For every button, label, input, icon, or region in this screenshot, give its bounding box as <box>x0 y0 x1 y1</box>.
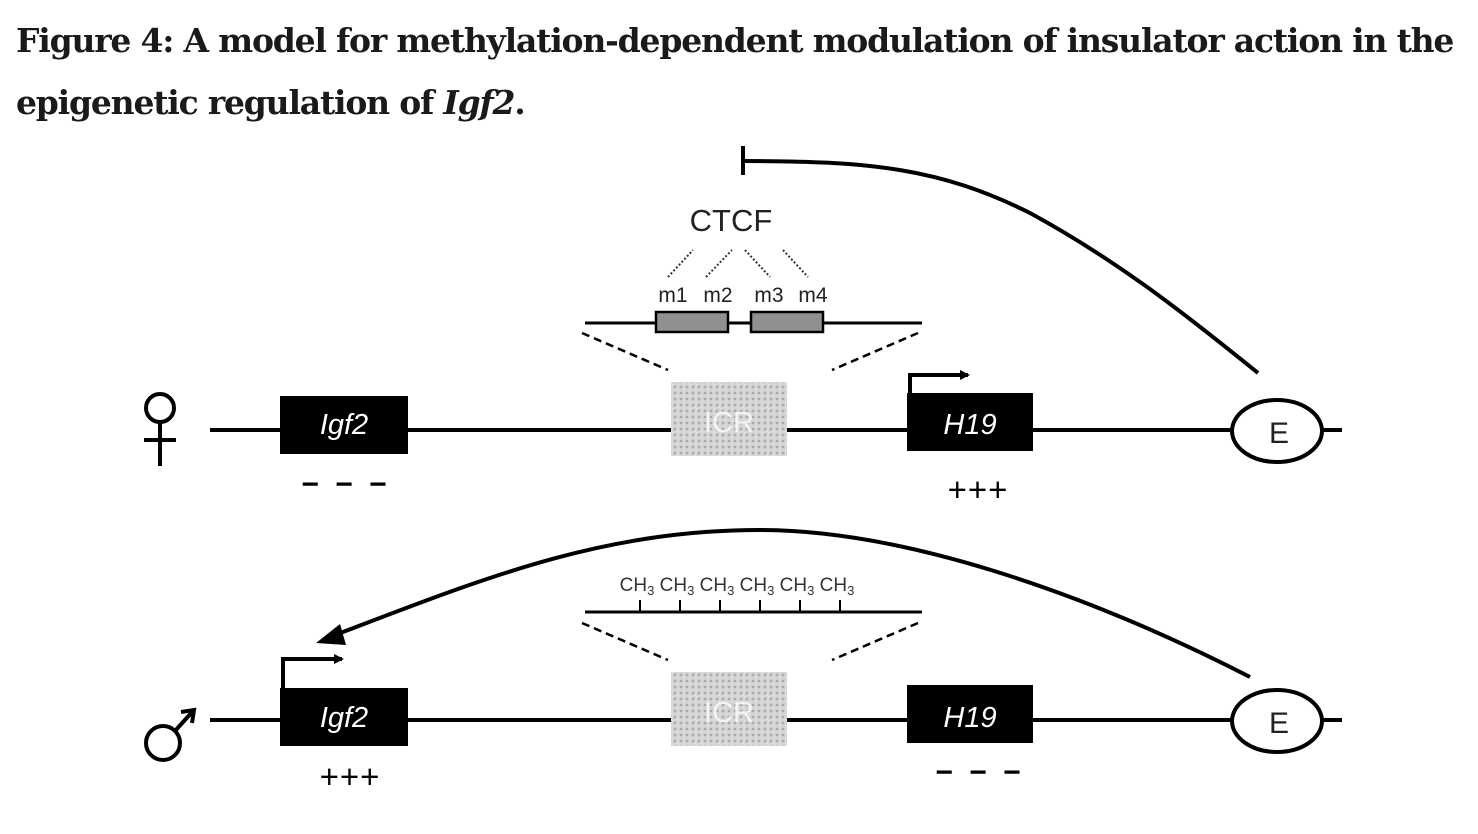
male-symbol-icon <box>144 707 197 762</box>
ctcf-site-m2: m2 <box>703 284 732 307</box>
enhancer-activation-arrow <box>334 527 1251 679</box>
maternal-allele: Igf2 − − − ICR m1 m2 m3 m4 CTCF <box>144 146 1342 508</box>
paternal-allele: Igf2 +++ ICR CH3 CH3 CH3 CH3 CH3 CH3 <box>144 527 1342 795</box>
maternal-enhancer-label: E <box>1269 417 1289 450</box>
ctcf-binding-lines <box>667 249 809 278</box>
figure-title-period: . <box>514 83 526 122</box>
paternal-enhancer-label: E <box>1269 707 1289 740</box>
paternal-zoom-line-left <box>581 621 669 662</box>
maternal-zoom-line-left <box>581 331 669 372</box>
ctcf-site-m3: m3 <box>754 284 783 307</box>
ctcf-site-box-m1-m2 <box>654 310 730 334</box>
methyl-group-labels: CH3 CH3 CH3 CH3 CH3 CH3 <box>620 575 855 598</box>
female-symbol-icon <box>144 392 176 466</box>
paternal-igf2-promoter-arrow-icon <box>281 654 344 689</box>
ctcf-site-box-m3-m4 <box>749 310 825 334</box>
paternal-igf2-expression: +++ <box>320 758 381 795</box>
figure-title-text: Figure 4: A model for methylation-depend… <box>16 21 1454 122</box>
paternal-icr-label: ICR <box>704 697 754 729</box>
paternal-zoom-line-right <box>831 621 919 662</box>
methyl-group-4: CH3 <box>740 575 775 598</box>
methyl-group-5: CH3 <box>780 575 815 598</box>
ctcf-site-m1: m1 <box>658 284 687 307</box>
maternal-enhancer: E <box>1230 398 1324 464</box>
paternal-igf2-gene: Igf2 <box>280 688 408 746</box>
methyl-group-3: CH3 <box>700 575 735 598</box>
maternal-zoom-line-right <box>831 331 919 372</box>
figure-title: Figure 4: A model for methylation-depend… <box>16 10 1456 134</box>
maternal-icr: ICR <box>671 382 787 456</box>
maternal-h19-label: H19 <box>943 409 996 441</box>
maternal-igf2-label: Igf2 <box>320 409 368 441</box>
methylation-ticks <box>639 600 841 612</box>
paternal-igf2-label: Igf2 <box>320 702 368 734</box>
methyl-group-2: CH3 <box>660 575 695 598</box>
paternal-enhancer: E <box>1230 688 1324 754</box>
paternal-h19-expression: − − − <box>935 756 1024 789</box>
enhancer-activation-arrowhead-icon <box>316 624 346 645</box>
maternal-h19-promoter-arrow-icon <box>908 370 970 394</box>
ctcf-label: CTCF <box>690 203 773 238</box>
methyl-group-6: CH3 <box>820 575 855 598</box>
methyl-group-1: CH3 <box>620 575 655 598</box>
ctcf-site-m4: m4 <box>798 284 827 307</box>
maternal-igf2-expression: − − − <box>301 468 390 501</box>
paternal-icr: ICR <box>671 672 787 746</box>
enhancer-blocked-arrow <box>741 146 1260 375</box>
paternal-h19-label: H19 <box>943 702 996 734</box>
maternal-h19-gene: H19 <box>907 393 1033 451</box>
maternal-icr-label: ICR <box>704 407 754 439</box>
figure-title-gene: Igf2 <box>443 83 515 122</box>
maternal-igf2-gene: Igf2 <box>280 396 408 454</box>
maternal-h19-expression: +++ <box>948 471 1009 508</box>
paternal-h19-gene: H19 <box>907 685 1033 743</box>
